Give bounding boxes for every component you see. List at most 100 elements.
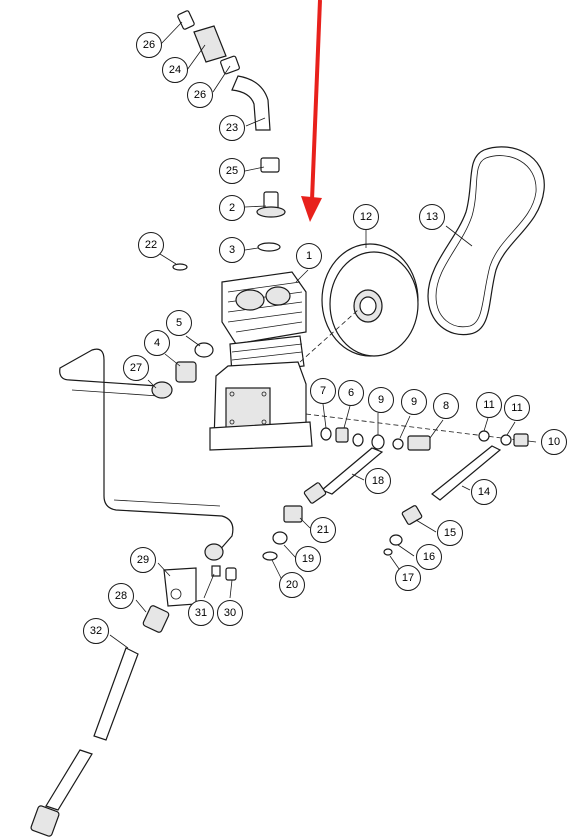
callout-13: 13 bbox=[419, 204, 445, 230]
callout-16: 16 bbox=[416, 544, 442, 570]
callout-circle bbox=[188, 600, 214, 626]
callout-number: 7 bbox=[320, 385, 326, 397]
callout-9: 9 bbox=[368, 387, 394, 413]
callout-circle bbox=[219, 237, 245, 263]
callout-circle bbox=[166, 310, 192, 336]
callout-circle bbox=[144, 330, 170, 356]
callout-number: 15 bbox=[444, 527, 456, 539]
callout-23: 23 bbox=[219, 115, 245, 141]
callout-circle bbox=[368, 387, 394, 413]
callout-number: 11 bbox=[483, 399, 494, 411]
callout-circle bbox=[130, 547, 156, 573]
callout-circle bbox=[353, 204, 379, 230]
callout-number: 9 bbox=[378, 394, 384, 406]
callout-number: 28 bbox=[115, 590, 127, 602]
callout-28: 28 bbox=[108, 583, 134, 609]
callout-11: 11 bbox=[504, 395, 530, 421]
callout-27: 27 bbox=[123, 355, 149, 381]
callout-number: 10 bbox=[548, 436, 560, 448]
callout-circle bbox=[504, 395, 530, 421]
pulley bbox=[299, 243, 419, 363]
drive-shaft-parts bbox=[262, 413, 529, 561]
callout-20: 20 bbox=[279, 572, 305, 598]
callout-11: 11 bbox=[476, 392, 502, 418]
callout-6: 6 bbox=[338, 380, 364, 406]
callout-21: 21 bbox=[310, 517, 336, 543]
callout-circle bbox=[419, 204, 445, 230]
callout-circle bbox=[437, 520, 463, 546]
callout-number: 3 bbox=[229, 244, 235, 256]
callout-1: 1 bbox=[296, 243, 322, 269]
callout-number: 6 bbox=[348, 387, 354, 399]
callout-number: 26 bbox=[143, 39, 155, 51]
callout-circle bbox=[476, 392, 502, 418]
callout-10: 10 bbox=[541, 429, 567, 455]
callout-8: 8 bbox=[433, 393, 459, 419]
callout-number: 11 bbox=[511, 402, 522, 414]
callout-5: 5 bbox=[166, 310, 192, 336]
callout-4: 4 bbox=[144, 330, 170, 356]
callout-31: 31 bbox=[188, 600, 214, 626]
callout-29: 29 bbox=[130, 547, 156, 573]
callout-circle bbox=[219, 115, 245, 141]
callout-circle bbox=[471, 479, 497, 505]
callout-circle bbox=[416, 544, 442, 570]
callout-number: 23 bbox=[226, 122, 238, 134]
callout-number: 21 bbox=[317, 524, 329, 536]
callout-number: 16 bbox=[423, 551, 435, 563]
callout-number: 30 bbox=[224, 607, 236, 619]
callout-circle bbox=[108, 583, 134, 609]
callout-number: 1 bbox=[306, 250, 312, 262]
callout-2: 2 bbox=[219, 195, 245, 221]
compressor-body bbox=[209, 271, 313, 451]
callout-26: 26 bbox=[136, 32, 162, 58]
callout-number: 32 bbox=[90, 625, 102, 637]
callout-circle bbox=[279, 572, 305, 598]
callout-leaders bbox=[109, 21, 537, 649]
callout-3: 3 bbox=[219, 237, 245, 263]
callout-circle bbox=[123, 355, 149, 381]
callout-circle bbox=[296, 243, 322, 269]
callout-14: 14 bbox=[471, 479, 497, 505]
callout-25: 25 bbox=[219, 158, 245, 184]
callout-circle bbox=[83, 618, 109, 644]
callout-32: 32 bbox=[83, 618, 109, 644]
callout-19: 19 bbox=[295, 546, 321, 572]
callout-number: 22 bbox=[145, 239, 157, 251]
callout-circle bbox=[310, 378, 336, 404]
drive-belt bbox=[427, 146, 545, 336]
callout-26: 26 bbox=[187, 82, 213, 108]
callout-circle bbox=[365, 468, 391, 494]
callout-number: 18 bbox=[372, 475, 384, 487]
callout-number: 20 bbox=[286, 579, 298, 591]
callout-number: 19 bbox=[302, 553, 314, 565]
callout-circle bbox=[395, 565, 421, 591]
callout-number: 2 bbox=[229, 202, 235, 214]
callout-circle bbox=[217, 600, 243, 626]
left-air-tube bbox=[59, 342, 234, 561]
callout-number: 29 bbox=[137, 554, 149, 566]
callout-circle bbox=[219, 195, 245, 221]
callout-number: 31 bbox=[195, 607, 207, 619]
callout-number: 27 bbox=[130, 362, 142, 374]
callout-circle bbox=[433, 393, 459, 419]
callout-number: 9 bbox=[411, 396, 417, 408]
callout-circle bbox=[162, 57, 188, 83]
callout-number: 5 bbox=[176, 317, 182, 329]
callout-circle bbox=[219, 158, 245, 184]
callout-number: 12 bbox=[360, 211, 372, 223]
callout-15: 15 bbox=[437, 520, 463, 546]
red-indicator-arrow bbox=[301, 0, 322, 222]
callout-number: 26 bbox=[194, 89, 206, 101]
callout-circle bbox=[187, 82, 213, 108]
callout-circle bbox=[541, 429, 567, 455]
callout-number: 13 bbox=[426, 211, 438, 223]
elbow-pipe-assembly bbox=[172, 10, 286, 271]
callout-9: 9 bbox=[401, 389, 427, 415]
callout-24: 24 bbox=[162, 57, 188, 83]
callout-18: 18 bbox=[365, 468, 391, 494]
callout-circle bbox=[401, 389, 427, 415]
callout-circle bbox=[338, 380, 364, 406]
